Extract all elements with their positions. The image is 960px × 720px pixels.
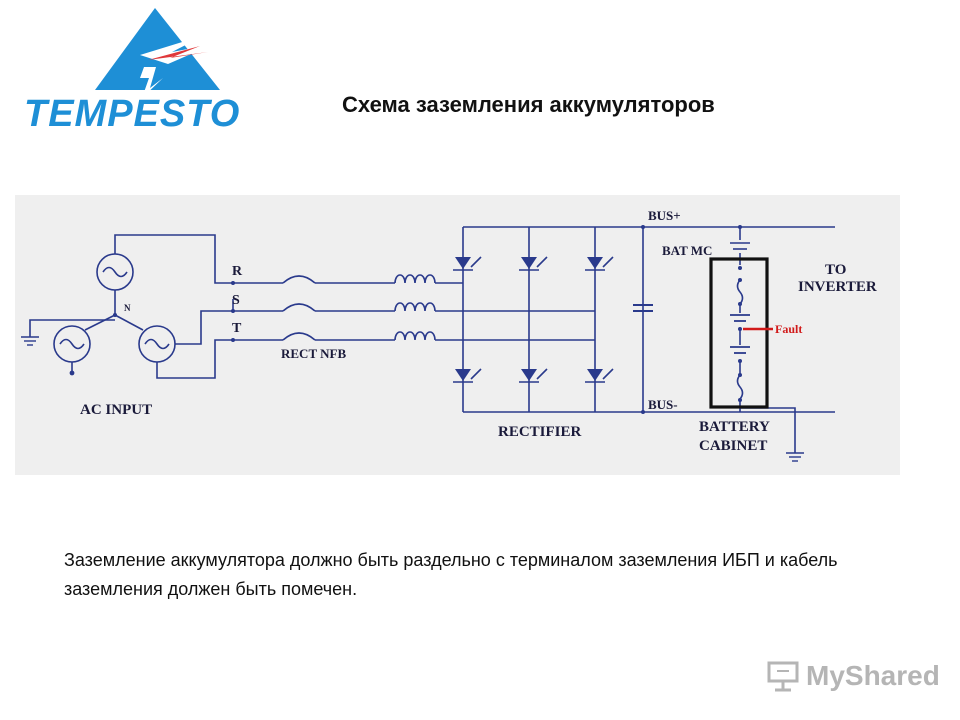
label-ac-input: AC INPUT: [80, 402, 152, 418]
ground-symbol-battery: [786, 452, 804, 462]
inductor-r: [394, 274, 436, 284]
ground-symbol-left: [21, 336, 39, 346]
label-rect-nfb: RECT NFB: [281, 346, 346, 361]
label-battery: BATTERY: [699, 419, 770, 435]
battery-grounding-diagram: R S T N AC INPUT RECT NFB RECTIFIER BUS+…: [15, 195, 900, 475]
label-to: TO: [825, 262, 846, 278]
presentation-icon: [767, 661, 799, 692]
inductor-t: [394, 331, 436, 341]
label-fault: Fault: [775, 322, 802, 336]
label-bat-mc: BAT MC: [662, 243, 712, 258]
page-title: Схема заземления аккумуляторов: [342, 92, 715, 117]
caption-text: Заземление аккумулятора должно быть разд…: [64, 550, 838, 599]
label-r: R: [232, 264, 243, 279]
dc-capacitor: [633, 304, 653, 312]
ground-wire-left: [29, 319, 115, 337]
label-s: S: [232, 293, 240, 308]
label-n: N: [124, 303, 131, 313]
label-rectifier: RECTIFIER: [498, 424, 582, 440]
logo-text: TEMPESTO: [24, 93, 240, 135]
label-cabinet: CABINET: [699, 438, 767, 454]
label-bus-plus: BUS+: [648, 208, 681, 223]
label-bus-minus: BUS-: [648, 397, 678, 412]
tempesto-logo: TEMPESTO: [0, 0, 300, 150]
label-inverter: INVERTER: [798, 279, 877, 295]
battery-cabinet: [709, 257, 769, 409]
label-t: T: [232, 321, 242, 336]
inductor-s: [394, 302, 436, 312]
watermark-text: MyShared: [806, 660, 940, 691]
myshared-watermark: MyShared: [766, 656, 940, 696]
